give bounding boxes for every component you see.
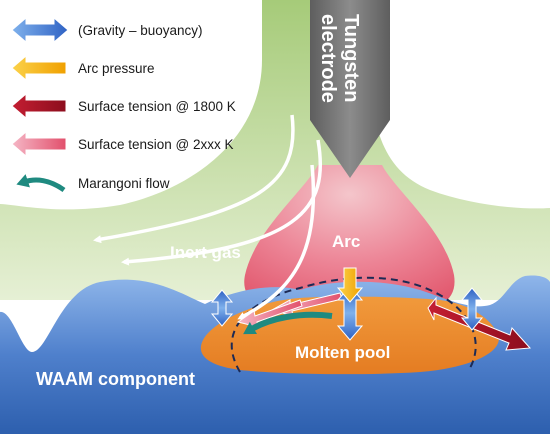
surface-tension-1800k-arrow xyxy=(427,296,532,351)
legend-item-gravity-buoyancy: (Gravity – buoyancy) xyxy=(11,16,203,44)
legend: (Gravity – buoyancy) Arc pressure Surfac… xyxy=(11,16,236,193)
electrode-label-line1: Tungsten xyxy=(340,14,362,103)
legend-label-gravity-buoyancy: (Gravity – buoyancy) xyxy=(78,23,203,38)
marangoni-flow-arrow xyxy=(243,311,333,335)
blue-arrow-left xyxy=(210,289,234,327)
electrode-label-line2: electrode xyxy=(317,14,339,103)
inert-gas-flow-arrows xyxy=(93,114,323,320)
legend-label-marangoni-flow: Marangoni flow xyxy=(78,176,170,191)
legend-item-surface-tension-2xxx: Surface tension @ 2xxx K xyxy=(11,130,234,158)
legend-label-surface-tension-1800k: Surface tension @ 1800 K xyxy=(78,99,236,114)
gas-flow-arrow-3 xyxy=(237,164,316,320)
arrow-pink-icon xyxy=(11,130,67,158)
double-arrow-blue-icon xyxy=(11,16,69,44)
curved-arrow-teal-icon xyxy=(16,174,66,193)
legend-item-arc-pressure: Arc pressure xyxy=(11,54,155,82)
gas-flow-arrow-2 xyxy=(121,139,323,266)
arc-pressure-arrow xyxy=(336,267,364,303)
legend-label-surface-tension-2xxx: Surface tension @ 2xxx K xyxy=(78,137,234,152)
gas-flow-arrow-1 xyxy=(93,114,295,244)
gravity-buoyancy-arrows xyxy=(210,285,484,341)
legend-item-marangoni-flow: Marangoni flow xyxy=(16,174,170,193)
arc-label: Arc xyxy=(332,232,360,251)
legend-item-surface-tension-1800k: Surface tension @ 1800 K xyxy=(11,92,236,120)
legend-label-arc-pressure: Arc pressure xyxy=(78,61,155,76)
component-label: WAAM component xyxy=(36,369,195,389)
molten-pool-label: Molten pool xyxy=(295,343,390,362)
blue-arrow-center xyxy=(336,285,364,341)
inert-gas-label: Inert gas xyxy=(170,243,241,262)
blue-arrow-right xyxy=(460,287,484,331)
arrow-yellow-icon xyxy=(11,54,67,82)
arrow-darkred-icon xyxy=(11,92,67,120)
arc-plume xyxy=(244,165,455,312)
tungsten-electrode xyxy=(310,0,390,178)
